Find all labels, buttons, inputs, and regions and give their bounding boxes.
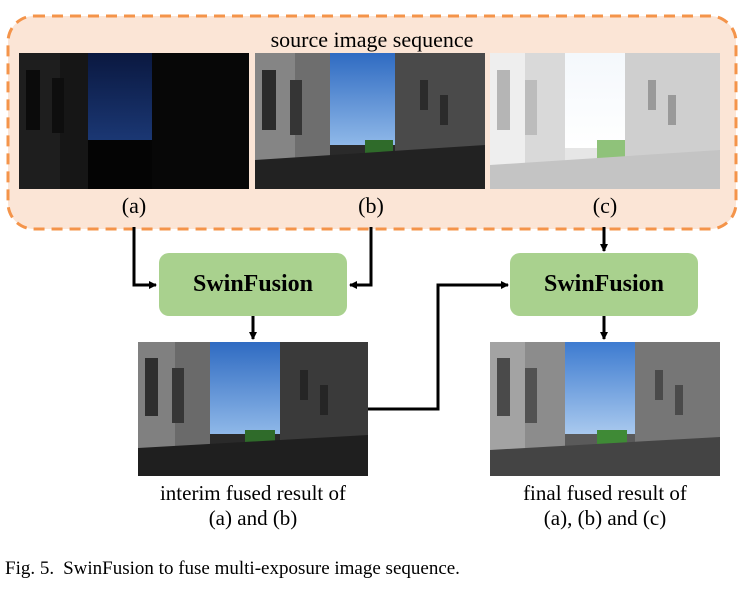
source-image-a [19, 53, 249, 189]
interim-result-image [138, 342, 368, 476]
final-result-line1: final fused result of [523, 481, 687, 505]
source-image-c [490, 53, 720, 189]
source-label-c: (c) [592, 193, 618, 218]
flow-arrows [132, 227, 608, 411]
figure-caption: Fig. 5. SwinFusion to fuse multi-exposure… [5, 558, 460, 580]
final-result-image [490, 342, 720, 476]
swinfusion-label-left: SwinFusion [192, 271, 314, 297]
arrow-interim-to-fusion-right [368, 281, 509, 411]
figure-caption-text: SwinFusion to fuse multi-exposure image … [63, 558, 460, 579]
interim-result-line2: (a) and (b) [208, 506, 298, 530]
swinfusion-box-left: SwinFusion [159, 253, 347, 316]
source-label-b: (b) [358, 193, 384, 218]
final-result-caption: final fused result of (a), (b) and (c) [470, 481, 740, 531]
source-image-b [255, 53, 485, 189]
swinfusion-box-right: SwinFusion [510, 253, 698, 316]
source-label-a: (a) [121, 193, 147, 218]
swinfusion-label-right: SwinFusion [543, 271, 665, 297]
final-result-line2: (a), (b) and (c) [543, 506, 667, 530]
arrow-a-to-fusion-left [132, 227, 157, 289]
interim-result-caption: interim fused result of (a) and (b) [118, 481, 388, 531]
source-group-title: source image sequence [270, 27, 474, 52]
figure-number: Fig. 5. [5, 558, 55, 579]
interim-result-line1: interim fused result of [159, 481, 347, 505]
arrow-b-to-fusion-left [349, 227, 373, 289]
